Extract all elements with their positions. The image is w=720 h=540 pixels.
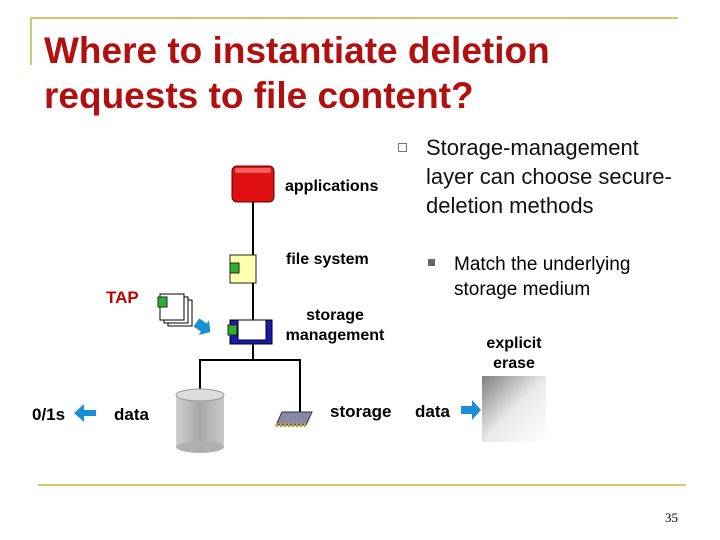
page-number: 35 <box>665 510 678 526</box>
disk-cylinder <box>176 395 224 447</box>
data-right-label: data <box>415 402 450 422</box>
storage-management-label: storage management <box>280 306 390 346</box>
explicit-erase-label: explicit erase <box>482 334 546 374</box>
data-left-label: data <box>114 405 149 425</box>
erased-media-image <box>482 376 546 442</box>
tap-label: TAP <box>106 288 139 308</box>
storage-label: storage <box>330 402 391 422</box>
left-arrow-icon <box>74 404 96 422</box>
bits-label: 0/1s <box>32 405 65 425</box>
tap-arrow-icon <box>191 315 215 339</box>
applications-label: applications <box>285 178 378 196</box>
file-system-label: file system <box>286 251 369 269</box>
right-arrow-icon <box>461 400 481 420</box>
bus-line <box>200 360 300 390</box>
